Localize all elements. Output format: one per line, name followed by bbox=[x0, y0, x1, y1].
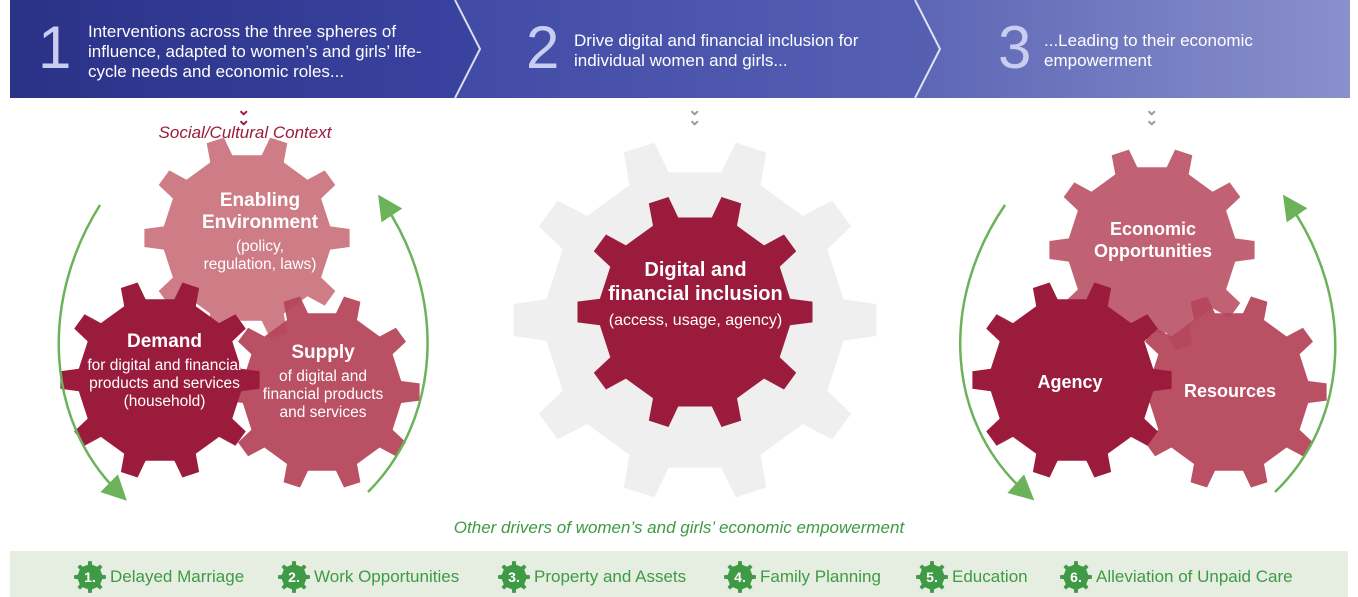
driver-item: 6. Alleviation of Unpaid Care bbox=[1060, 561, 1293, 593]
resources-title: Resources bbox=[1183, 381, 1277, 401]
gear-icon: 6. bbox=[1060, 561, 1092, 593]
social-cultural-context-label: Social/Cultural Context bbox=[158, 123, 332, 142]
driver-item: 2. Work Opportunities bbox=[278, 561, 460, 593]
driver-item: 5. Education bbox=[916, 561, 1028, 593]
gear-icon bbox=[724, 561, 756, 593]
step-1-text: Interventions across the three spheres o… bbox=[88, 22, 422, 81]
chevron-down-icon: ⌄⌄ bbox=[1145, 102, 1159, 129]
driver-number: 5. bbox=[926, 569, 938, 585]
demand-gear bbox=[60, 282, 260, 478]
steps-banner bbox=[10, 0, 1350, 98]
gear-icon bbox=[498, 561, 530, 593]
gear-icon: 3. bbox=[498, 561, 530, 593]
other-drivers-label: Other drivers of women’s and girls’ econ… bbox=[453, 518, 905, 537]
gear-icon bbox=[74, 561, 106, 593]
driver-number: 6. bbox=[1070, 569, 1082, 585]
demand-title: Demand bbox=[127, 331, 202, 352]
driver-number: 2. bbox=[288, 569, 300, 585]
step-2-arrow bbox=[455, 0, 940, 98]
driver-label: Property and Assets bbox=[534, 567, 687, 586]
step-3-text: ...Leading to their economic empowerment bbox=[1044, 31, 1253, 70]
resources-label: Resources bbox=[1170, 380, 1290, 402]
driver-item: 3. Property and Assets bbox=[498, 561, 687, 593]
supply-title: Supply bbox=[291, 342, 355, 363]
driver-label: Family Planning bbox=[760, 567, 881, 586]
step-2-text: Drive digital and financial inclusion fo… bbox=[574, 31, 859, 70]
cycle-arrow-left bbox=[959, 204, 1035, 501]
driver-item: 4. Family Planning bbox=[724, 561, 881, 593]
gear-icon: 5. bbox=[916, 561, 948, 593]
enabling-environment-sub: (policy, regulation, laws) bbox=[203, 238, 317, 273]
supply-gear bbox=[224, 296, 420, 488]
driver-label: Work Opportunities bbox=[314, 567, 460, 586]
step-3-number: 3 bbox=[998, 14, 1032, 81]
step-1-arrow bbox=[10, 0, 480, 98]
agency-gear bbox=[972, 282, 1172, 478]
driver-number: 3. bbox=[508, 569, 520, 585]
driver-label: Alleviation of Unpaid Care bbox=[1096, 567, 1293, 586]
gear-icon: 2. bbox=[278, 561, 310, 593]
enabling-environment-title: Enabling Environment bbox=[201, 190, 319, 233]
digital-financial-inclusion-label: Digital and financial inclusion (access,… bbox=[608, 258, 783, 330]
drivers-strip bbox=[10, 551, 1348, 597]
step-1-number: 1 bbox=[38, 14, 72, 81]
demand-label: Demand for digital and financial product… bbox=[82, 331, 247, 411]
economic-opportunities-title: Economic Opportunities bbox=[1094, 219, 1212, 261]
gear-icon bbox=[1060, 561, 1092, 593]
digital-financial-inclusion-sub: (access, usage, agency) bbox=[608, 312, 783, 329]
economic-opportunities-label: Economic Opportunities bbox=[1078, 218, 1228, 262]
agency-label: Agency bbox=[1010, 371, 1130, 393]
chevron-down-icon: ⌄⌄ bbox=[237, 102, 251, 129]
digital-financial-inclusion-gear bbox=[577, 197, 813, 427]
enabling-environment-label: Enabling Environment (policy, regulation… bbox=[180, 190, 340, 274]
cycle-arrow-right bbox=[367, 194, 429, 493]
chevron-down-icon: ⌄⌄ bbox=[688, 102, 702, 129]
demand-sub: for digital and financial products and s… bbox=[87, 357, 242, 410]
gear-icon: 1. bbox=[74, 561, 106, 593]
driver-number: 4. bbox=[734, 569, 746, 585]
agency-title: Agency bbox=[1037, 372, 1103, 392]
gear-diagram bbox=[57, 137, 1337, 501]
step-2-number: 2 bbox=[526, 14, 560, 81]
supply-sub: of digital and financial products and se… bbox=[262, 368, 384, 421]
supply-label: Supply of digital and financial products… bbox=[258, 342, 388, 422]
digital-financial-inclusion-title: Digital and financial inclusion bbox=[608, 259, 783, 305]
gear-icon bbox=[278, 561, 310, 593]
driver-label: Education bbox=[952, 567, 1028, 586]
gear-icon bbox=[916, 561, 948, 593]
driver-number: 1. bbox=[84, 569, 96, 585]
driver-label: Delayed Marriage bbox=[110, 567, 245, 586]
resources-gear bbox=[1131, 296, 1327, 488]
cycle-arrow-right bbox=[1274, 194, 1337, 493]
step-3-arrow bbox=[915, 0, 1350, 98]
gear-icon: 4. bbox=[724, 561, 756, 593]
driver-item: 1. Delayed Marriage bbox=[74, 561, 245, 593]
cycle-arrow-left bbox=[57, 204, 127, 501]
